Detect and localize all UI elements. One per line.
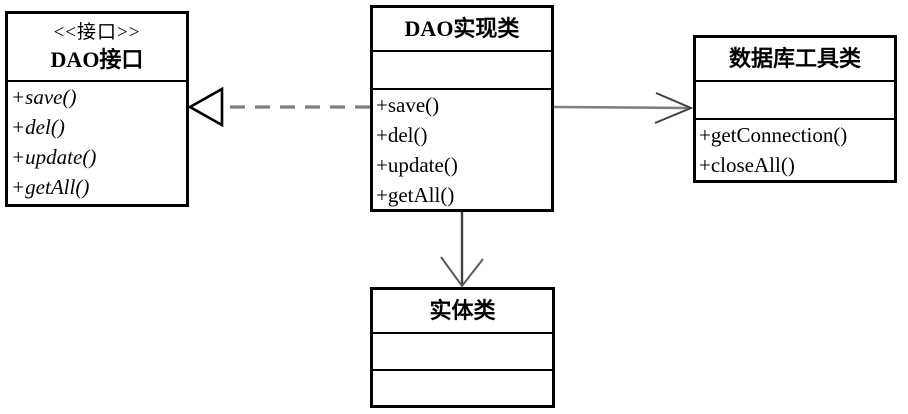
dependency-line-db-utility [553, 105, 691, 110]
method-item: +update() [376, 153, 458, 177]
method-item: +getAll() [11, 175, 90, 199]
open-arrowhead-down-icon [440, 256, 484, 288]
attributes-compartment-empty [696, 80, 894, 118]
method-item: +del() [11, 115, 65, 139]
method-item: +closeAll() [699, 153, 795, 177]
method-item: +getConnection() [699, 123, 848, 147]
methods-compartment-dao-impl: +save() +del() +update() +getAll() [373, 88, 551, 209]
method-item: +getAll() [376, 183, 455, 207]
attributes-compartment-empty [373, 332, 552, 369]
class-box-dao-impl: DAO实现类 +save() +del() +update() +getAll(… [370, 5, 554, 212]
class-header-dao-interface: <<接口>> DAO接口 [8, 14, 186, 80]
stereotype-label: <<接口>> [53, 22, 141, 43]
class-header-dao-impl: DAO实现类 [373, 8, 551, 50]
method-item: +save() [11, 85, 77, 109]
class-header-db-utility: 数据库工具类 [696, 38, 894, 80]
method-item: +save() [376, 93, 440, 117]
class-name: 数据库工具类 [728, 46, 861, 71]
hollow-triangle-arrowhead-icon [187, 86, 224, 128]
methods-compartment-db-utility: +getConnection() +closeAll() [696, 118, 894, 180]
attributes-compartment-empty [373, 50, 551, 88]
class-box-dao-interface: <<接口>> DAO接口 +save() +del() +update() +g… [5, 11, 189, 207]
methods-compartment-dao-interface: +save() +del() +update() +getAll() [8, 80, 186, 204]
methods-compartment-empty [373, 369, 552, 405]
class-name: DAO接口 [50, 47, 144, 72]
class-header-entity: 实体类 [373, 290, 552, 332]
class-name: 实体类 [429, 298, 496, 323]
open-arrowhead-right-icon [654, 92, 694, 124]
class-box-db-utility: 数据库工具类 +getConnection() +closeAll() [693, 35, 897, 183]
method-item: +del() [376, 123, 428, 147]
class-box-entity: 实体类 [370, 287, 555, 408]
class-name: DAO实现类 [404, 16, 520, 41]
method-item: +update() [11, 145, 97, 169]
